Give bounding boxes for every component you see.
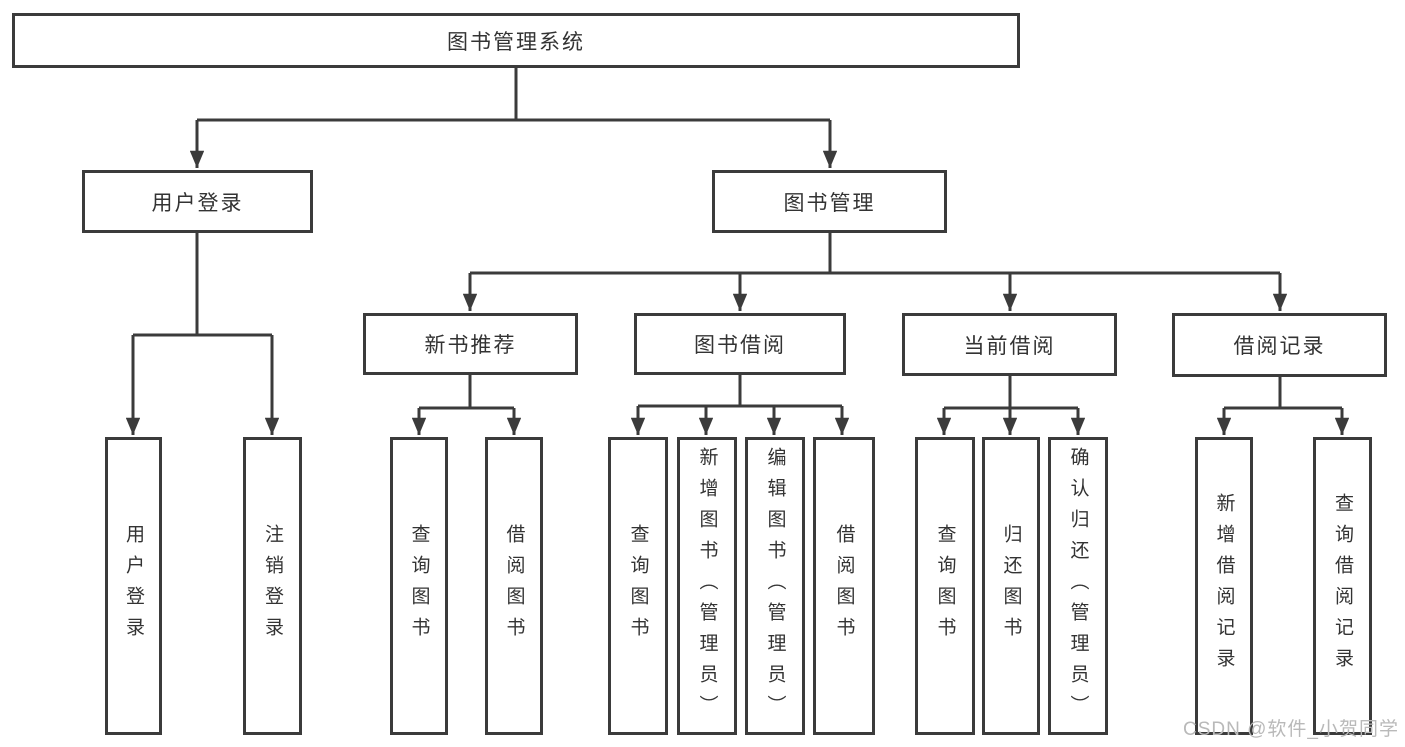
node-query-book-borrowsec: 查询图书 [608,437,668,735]
connector-current-borrow [944,376,1078,410]
node-add-borrow-record: 新增借阅记录 [1195,437,1253,735]
node-add-book-admin: 新增图书（管理员） [677,437,737,735]
node-user-login: 用户登录 [82,170,313,233]
node-query-borrow-record: 查询借阅记录 [1313,437,1372,735]
node-book-borrow-label: 图书借阅 [694,334,786,357]
node-borrow-book-recommend: 借阅图书 [485,437,543,735]
node-book-borrow: 图书借阅 [634,313,846,375]
node-confirm-return-admin: 确认归还（管理员） [1048,437,1108,735]
node-current-borrow-label: 当前借阅 [963,334,1056,358]
node-root-system-label: 图书管理系统 [447,30,585,54]
connector-user-login [133,233,272,337]
node-return-book: 归还图书 [982,437,1040,735]
node-logout-action: 注销登录 [243,437,302,735]
connector-root [197,68,830,122]
node-edit-book-admin: 编辑图书（管理员） [745,437,805,735]
node-root-system: 图书管理系统 [12,13,1020,68]
node-current-borrow: 当前借阅 [902,313,1117,376]
connector-new-book [419,375,514,410]
node-user-login-action: 用户登录 [105,437,162,735]
node-borrow-book-action: 借阅图书 [813,437,875,735]
node-query-book-current: 查询图书 [915,437,975,735]
connector-book-management [470,233,1280,275]
connector-book-borrow [638,375,842,408]
connector-borrow-records [1224,377,1342,410]
node-borrow-records-label: 借阅记录 [1233,335,1326,358]
node-book-management-label: 图书管理 [783,191,876,215]
node-borrow-records: 借阅记录 [1172,313,1387,377]
node-user-login-label: 用户登录 [151,191,244,215]
node-new-book-recommend: 新书推荐 [363,313,578,375]
node-new-book-recommend-label: 新书推荐 [424,334,517,357]
node-query-book-recommend: 查询图书 [390,437,448,735]
csdn-watermark: CSDN @软件_小贺同学 [1183,719,1399,740]
node-book-management: 图书管理 [712,170,947,233]
